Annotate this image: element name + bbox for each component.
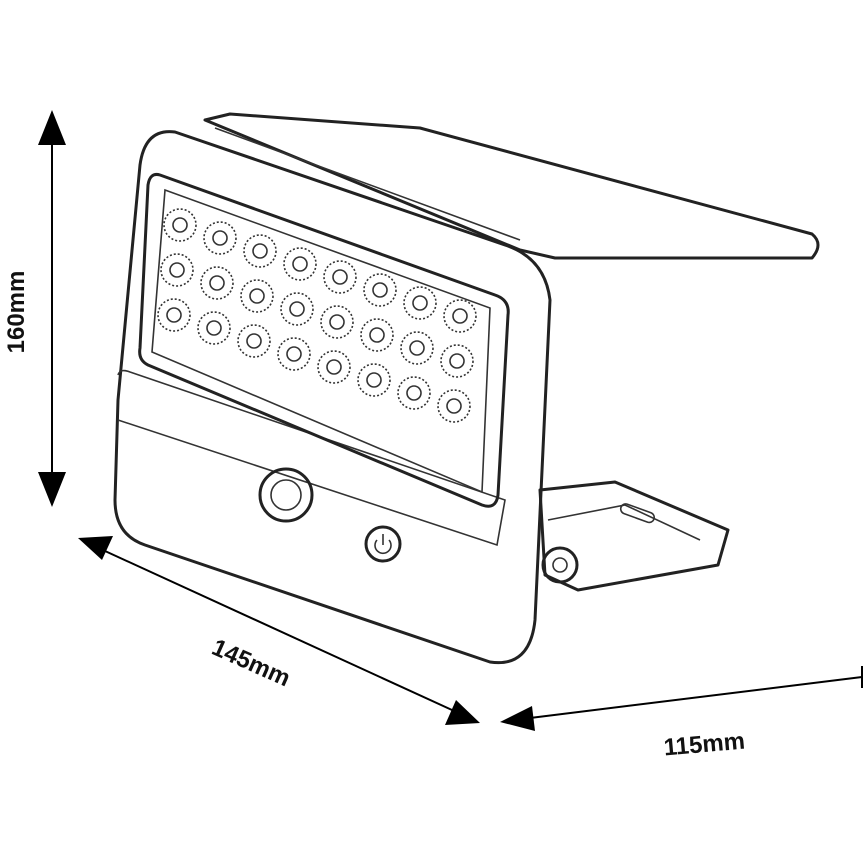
led-bulb — [412, 295, 428, 311]
height-arrow-bottom — [38, 472, 66, 507]
led-bulb — [252, 243, 268, 259]
led-reflector — [443, 299, 477, 333]
led-reflector — [157, 298, 191, 332]
led-reflector — [237, 324, 271, 358]
width-label: 145mm — [208, 634, 295, 692]
led-bulb — [372, 282, 388, 298]
led-bulb — [209, 275, 225, 291]
led-bulb — [366, 372, 382, 388]
power-button — [364, 525, 402, 563]
depth-arrow-left — [500, 706, 535, 731]
led-reflector — [317, 350, 351, 384]
power-icon — [374, 534, 392, 555]
led-reflector — [440, 344, 474, 378]
led-bulb — [292, 256, 308, 272]
led-reflector — [397, 376, 431, 410]
led-reflector — [243, 234, 277, 268]
led-reflector — [400, 331, 434, 365]
led-bulb — [326, 359, 342, 375]
led-array — [157, 208, 477, 423]
led-reflector — [280, 292, 314, 326]
led-reflector — [283, 247, 317, 281]
led-reflector — [357, 363, 391, 397]
led-bulb — [172, 217, 188, 233]
led-reflector — [160, 253, 194, 287]
led-reflector — [197, 311, 231, 345]
height-label: 160mm — [3, 271, 30, 354]
led-reflector — [240, 279, 274, 313]
led-bulb — [332, 269, 348, 285]
bracket-screw-icon — [552, 557, 568, 573]
width-dimension-line — [104, 550, 453, 711]
mounting-bracket — [538, 480, 730, 592]
led-bulb — [409, 340, 425, 356]
led-reflector — [203, 221, 237, 255]
led-bulb — [452, 308, 468, 324]
depth-dimension-line — [529, 676, 863, 719]
led-bulb — [169, 262, 185, 278]
led-reflector — [323, 260, 357, 294]
led-panel-frame — [138, 173, 510, 508]
height-arrow-top — [38, 110, 66, 145]
led-bulb — [166, 307, 182, 323]
bracket-slot — [619, 503, 656, 524]
solar-panel-edge — [214, 127, 521, 241]
led-bulb — [449, 353, 465, 369]
motion-sensor-lens — [270, 479, 302, 511]
bracket-knob — [541, 546, 579, 584]
bracket-ridge — [547, 504, 701, 541]
led-bulb — [446, 398, 462, 414]
led-bulb — [249, 288, 265, 304]
led-panel-lens — [151, 188, 491, 494]
led-reflector — [403, 286, 437, 320]
width-arrow-left — [78, 536, 113, 560]
led-reflector — [363, 273, 397, 307]
body-divider — [117, 369, 506, 547]
led-reflector — [360, 318, 394, 352]
led-bulb — [369, 327, 385, 343]
led-reflector — [437, 389, 471, 423]
led-bulb — [246, 333, 262, 349]
led-reflector — [163, 208, 197, 242]
lamp-body — [113, 130, 552, 665]
width-arrow-right — [445, 700, 480, 725]
led-bulb — [329, 314, 345, 330]
led-reflector — [277, 337, 311, 371]
led-reflector — [320, 305, 354, 339]
led-bulb — [212, 230, 228, 246]
led-bulb — [286, 346, 302, 362]
depth-label: 115mm — [663, 728, 746, 762]
led-bulb — [406, 385, 422, 401]
motion-sensor — [258, 467, 314, 523]
led-bulb — [206, 320, 222, 336]
led-reflector — [200, 266, 234, 300]
solar-panel — [203, 112, 820, 260]
led-bulb — [289, 301, 305, 317]
